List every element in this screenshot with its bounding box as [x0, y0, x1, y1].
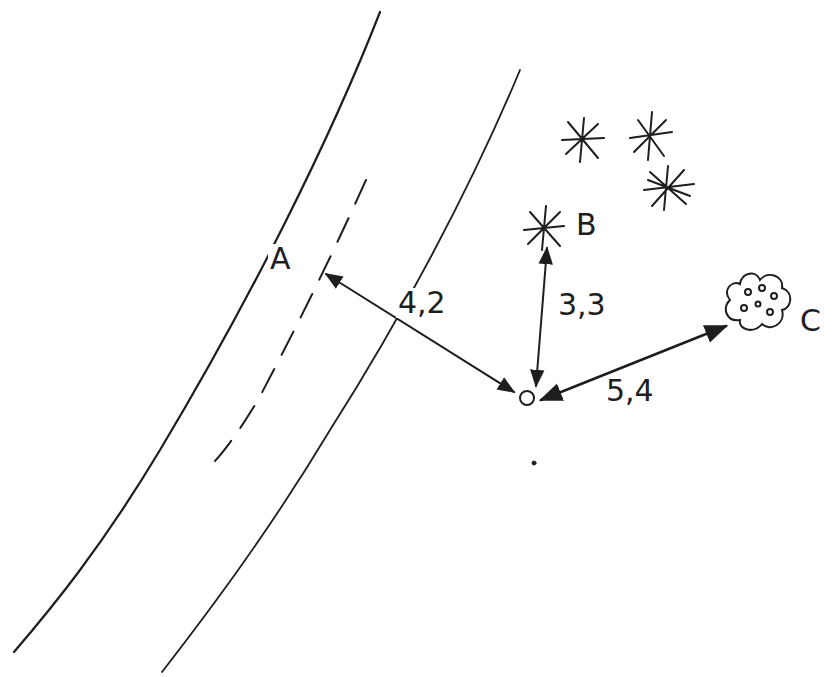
distance-arrow: [326, 274, 514, 392]
observer-point: [520, 391, 534, 405]
distance-label: 3,3: [556, 290, 608, 320]
bush-symbol: [726, 274, 790, 330]
tree-symbol: [524, 112, 694, 250]
distance-label: 5,4: [604, 376, 656, 406]
distance-arrow: [536, 248, 547, 386]
distance-label: 4,2: [396, 288, 448, 318]
speck: [532, 461, 536, 465]
road-edge: [14, 12, 380, 652]
point-label: A: [268, 244, 293, 274]
road-edge: [162, 70, 520, 672]
point-label: B: [574, 210, 599, 240]
road-centerline: [210, 180, 366, 466]
point-label: C: [798, 306, 823, 336]
